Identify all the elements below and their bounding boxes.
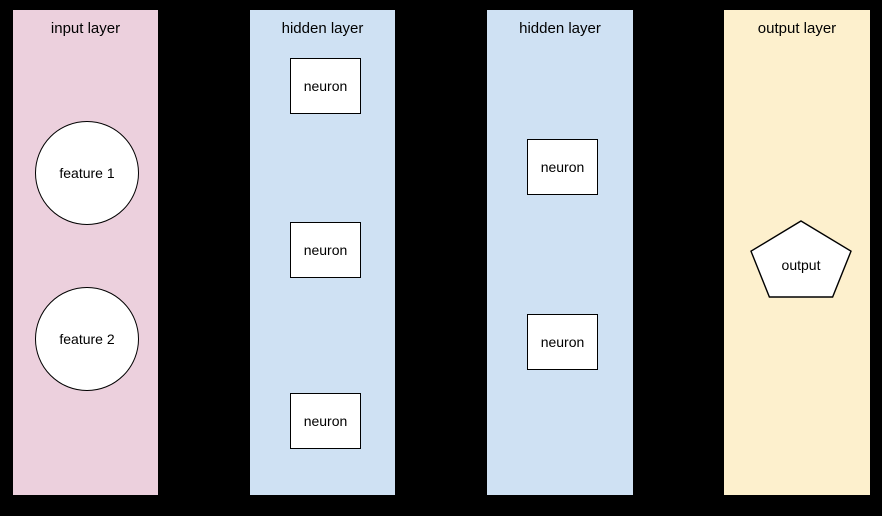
layer-title-hidden-2: hidden layer: [519, 20, 601, 37]
layer-panel-hidden-2: hidden layer: [487, 10, 633, 495]
layer-title-output: output layer: [757, 20, 837, 37]
layer-title-hidden-1: hidden layer: [281, 20, 364, 37]
node-hidden-1-neuron-1[interactable]: neuron: [290, 58, 361, 114]
node-label-hidden-2-neuron-1: neuron: [540, 159, 585, 175]
node-hidden-2-neuron-2[interactable]: neuron: [527, 314, 598, 370]
layer-panel-input: input layer: [13, 10, 158, 495]
node-label-output-node: output: [781, 257, 821, 274]
layer-title-input: input layer: [50, 20, 121, 37]
node-label-hidden-1-neuron-3: neuron: [303, 413, 348, 429]
node-hidden-2-neuron-1[interactable]: neuron: [527, 139, 598, 195]
node-hidden-1-neuron-3[interactable]: neuron: [290, 393, 361, 449]
node-output-node[interactable]: output: [750, 220, 852, 298]
node-label-hidden-1-neuron-2: neuron: [303, 242, 348, 258]
node-feature-2[interactable]: feature 2: [35, 287, 139, 391]
node-label-feature-1: feature 1: [59, 165, 115, 181]
node-label-feature-2: feature 2: [59, 331, 115, 347]
node-hidden-1-neuron-2[interactable]: neuron: [290, 222, 361, 278]
pentagon-shape: [750, 220, 852, 298]
node-label-hidden-1-neuron-1: neuron: [303, 78, 348, 94]
node-feature-1[interactable]: feature 1: [35, 121, 139, 225]
node-label-hidden-2-neuron-2: neuron: [540, 334, 585, 350]
